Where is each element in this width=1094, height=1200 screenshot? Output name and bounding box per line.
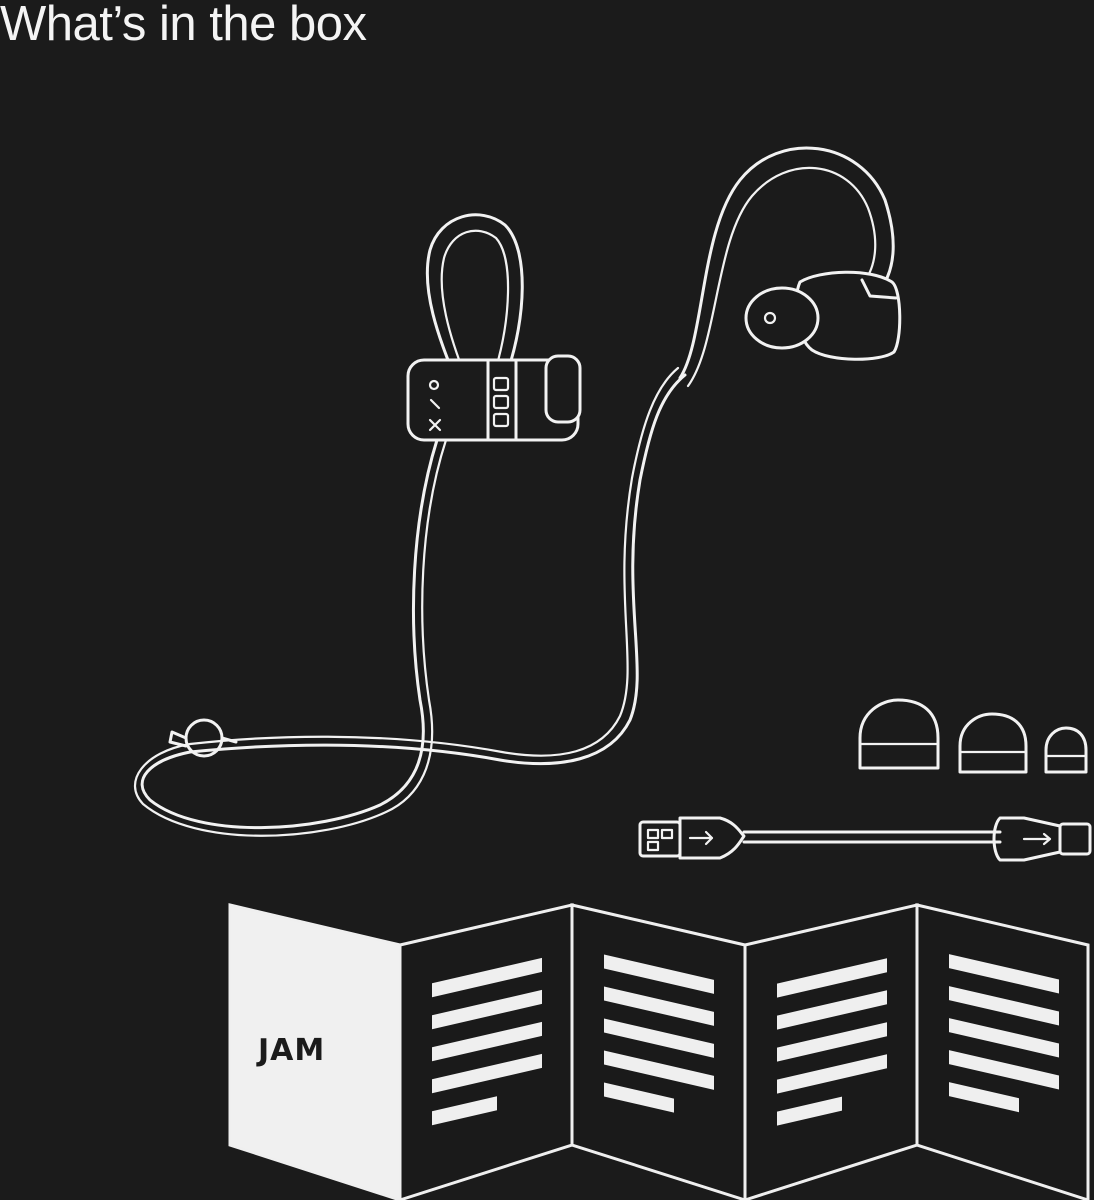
manual-page-3 — [743, 903, 919, 1200]
manual-page-3-lines — [777, 958, 887, 1126]
right-earbud — [678, 146, 902, 388]
manual-icon: JAM — [228, 903, 1090, 1200]
manual-page-4 — [915, 903, 1090, 1200]
ear-tip-small — [1044, 726, 1088, 774]
manual-cover — [228, 903, 402, 1200]
ear-tips-icon — [858, 698, 1088, 774]
ear-tip-medium — [958, 712, 1028, 774]
ear-tip-large — [858, 698, 940, 770]
cable-clip — [168, 718, 238, 758]
manual-page-2 — [570, 903, 747, 1200]
manual-page-2-lines — [604, 954, 714, 1113]
manual-page-1 — [398, 903, 574, 1200]
left-earbud — [406, 213, 582, 442]
brand-logo: JAM — [256, 1033, 325, 1068]
manual-page-1-lines — [432, 957, 542, 1126]
earphones-icon — [133, 146, 902, 837]
page-title: What’s in the box — [0, 0, 367, 51]
usb-cable-icon — [638, 816, 1092, 862]
earphone-cable — [133, 366, 687, 837]
manual-page-4-lines — [949, 954, 1059, 1113]
